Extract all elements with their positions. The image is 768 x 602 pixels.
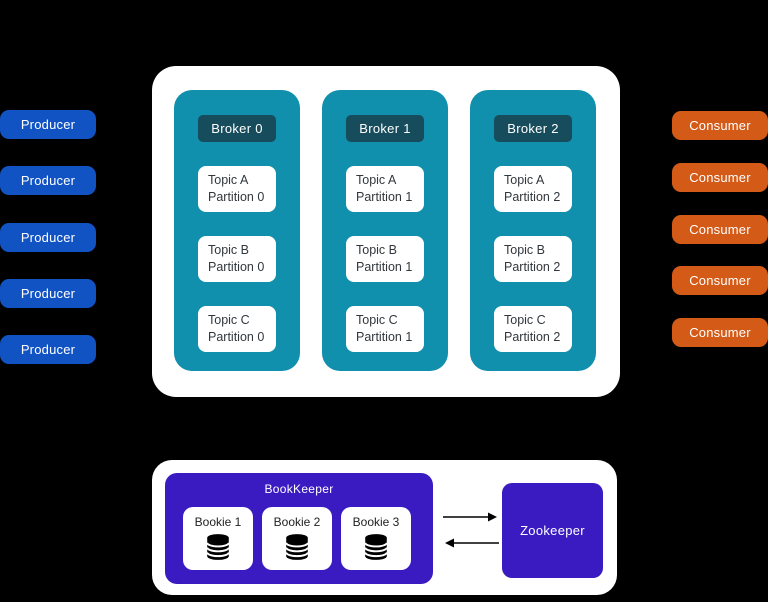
bookkeeper-zookeeper-arrows bbox=[443, 512, 499, 548]
arrow-left-icon bbox=[445, 538, 499, 548]
partition-box: Topic B Partition 0 bbox=[198, 236, 276, 282]
partition-topic-label: Topic B bbox=[504, 243, 545, 257]
consumer-box: Consumer bbox=[672, 163, 768, 192]
producer-box: Producer bbox=[0, 335, 96, 364]
database-icon bbox=[285, 534, 309, 560]
partition-number-label: Partition 1 bbox=[356, 259, 413, 274]
partition-number-label: Partition 1 bbox=[356, 189, 413, 204]
partition-number-label: Partition 2 bbox=[504, 329, 561, 344]
bookie-label: Bookie 3 bbox=[352, 515, 400, 529]
partition-box: Topic A Partition 2 bbox=[494, 166, 572, 212]
partition-topic-label: Topic A bbox=[356, 173, 397, 187]
broker-column-0: Broker 0 Topic A Partition 0 Topic B Partiti… bbox=[174, 90, 300, 371]
partition-topic-label: Topic C bbox=[356, 313, 398, 327]
producer-box: Producer bbox=[0, 279, 96, 308]
bookkeeper-label: BookKeeper bbox=[264, 482, 334, 496]
broker-column-1: Broker 1 Topic A Partition 1 Topic B Partiti… bbox=[322, 90, 448, 371]
broker-header: Broker 1 bbox=[346, 115, 424, 142]
bookie-box: Bookie 2 bbox=[262, 507, 332, 570]
partition-number-label: Partition 2 bbox=[504, 259, 561, 274]
partition-box: Topic C Partition 0 bbox=[198, 306, 276, 352]
partition-topic-label: Topic A bbox=[504, 173, 545, 187]
broker-header: Broker 2 bbox=[494, 115, 572, 142]
partition-number-label: Partition 0 bbox=[208, 189, 265, 204]
bookie-box: Bookie 3 bbox=[341, 507, 411, 570]
storage-panel: BookKeeper Bookie 1 Bookie 2 Bookie 3 Zook… bbox=[152, 460, 617, 595]
partition-topic-label: Topic C bbox=[208, 313, 250, 327]
consumer-box: Consumer bbox=[672, 266, 768, 295]
bookie-box: Bookie 1 bbox=[183, 507, 253, 570]
partition-topic-label: Topic B bbox=[208, 243, 249, 257]
partition-box: Topic B Partition 1 bbox=[346, 236, 424, 282]
partition-topic-label: Topic C bbox=[504, 313, 546, 327]
bookie-group: Bookie 1 Bookie 2 Bookie 3 bbox=[183, 507, 411, 570]
bookkeeper-box: BookKeeper Bookie 1 Bookie 2 Bookie 3 bbox=[165, 473, 433, 584]
broker-column-2: Broker 2 Topic A Partition 2 Topic B Partiti… bbox=[470, 90, 596, 371]
bookie-label: Bookie 1 bbox=[194, 515, 242, 529]
partition-number-label: Partition 2 bbox=[504, 189, 561, 204]
database-icon bbox=[206, 534, 230, 560]
partition-number-label: Partition 0 bbox=[208, 329, 265, 344]
bookie-label: Bookie 2 bbox=[273, 515, 321, 529]
partition-box: Topic A Partition 1 bbox=[346, 166, 424, 212]
partition-topic-label: Topic A bbox=[208, 173, 249, 187]
partition-number-label: Partition 1 bbox=[356, 329, 413, 344]
broker-header: Broker 0 bbox=[198, 115, 276, 142]
zookeeper-label: Zookeeper bbox=[520, 523, 585, 538]
partition-box: Topic A Partition 0 bbox=[198, 166, 276, 212]
broker-panel: Broker 0 Topic A Partition 0 Topic B Partiti… bbox=[152, 66, 620, 397]
consumer-box: Consumer bbox=[672, 215, 768, 244]
arrow-right-icon bbox=[443, 512, 497, 522]
partition-box: Topic C Partition 2 bbox=[494, 306, 572, 352]
producer-box: Producer bbox=[0, 223, 96, 252]
partition-number-label: Partition 0 bbox=[208, 259, 265, 274]
producer-box: Producer bbox=[0, 166, 96, 195]
zookeeper-box: Zookeeper bbox=[502, 483, 603, 578]
partition-box: Topic C Partition 1 bbox=[346, 306, 424, 352]
partition-box: Topic B Partition 2 bbox=[494, 236, 572, 282]
database-icon bbox=[364, 534, 388, 560]
consumer-box: Consumer bbox=[672, 318, 768, 347]
partition-topic-label: Topic B bbox=[356, 243, 397, 257]
consumer-box: Consumer bbox=[672, 111, 768, 140]
producer-box: Producer bbox=[0, 110, 96, 139]
